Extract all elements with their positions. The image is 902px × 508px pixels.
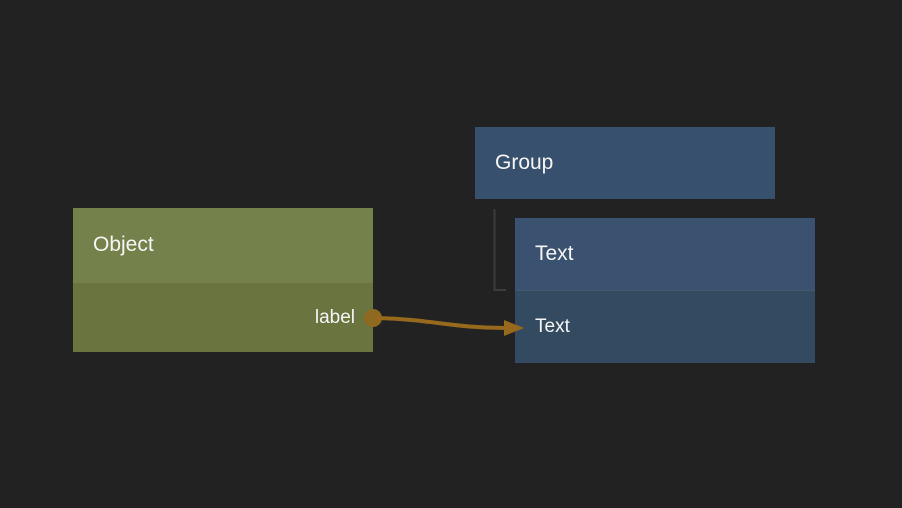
output-port[interactable]	[364, 308, 382, 327]
node-text-input-row[interactable]: Text	[515, 290, 815, 363]
node-text-header[interactable]: Text	[515, 218, 815, 290]
node-group-title: Group	[495, 151, 554, 174]
text-row-label: Text	[535, 316, 570, 337]
node-object-output-row[interactable]: label	[73, 282, 382, 352]
output-port-label: label	[314, 306, 355, 328]
node-object-title: Object	[93, 233, 154, 256]
tree-connector-line	[493, 209, 506, 291]
connection-edge[interactable]	[374, 316, 507, 330]
node-object[interactable]: Object label	[73, 208, 382, 352]
node-group[interactable]: Group	[475, 127, 775, 199]
node-object-header[interactable]: Object	[73, 208, 373, 282]
node-group-header[interactable]: Group	[475, 127, 775, 199]
node-text[interactable]: Text Text	[515, 218, 815, 363]
node-text-title: Text	[535, 242, 574, 265]
